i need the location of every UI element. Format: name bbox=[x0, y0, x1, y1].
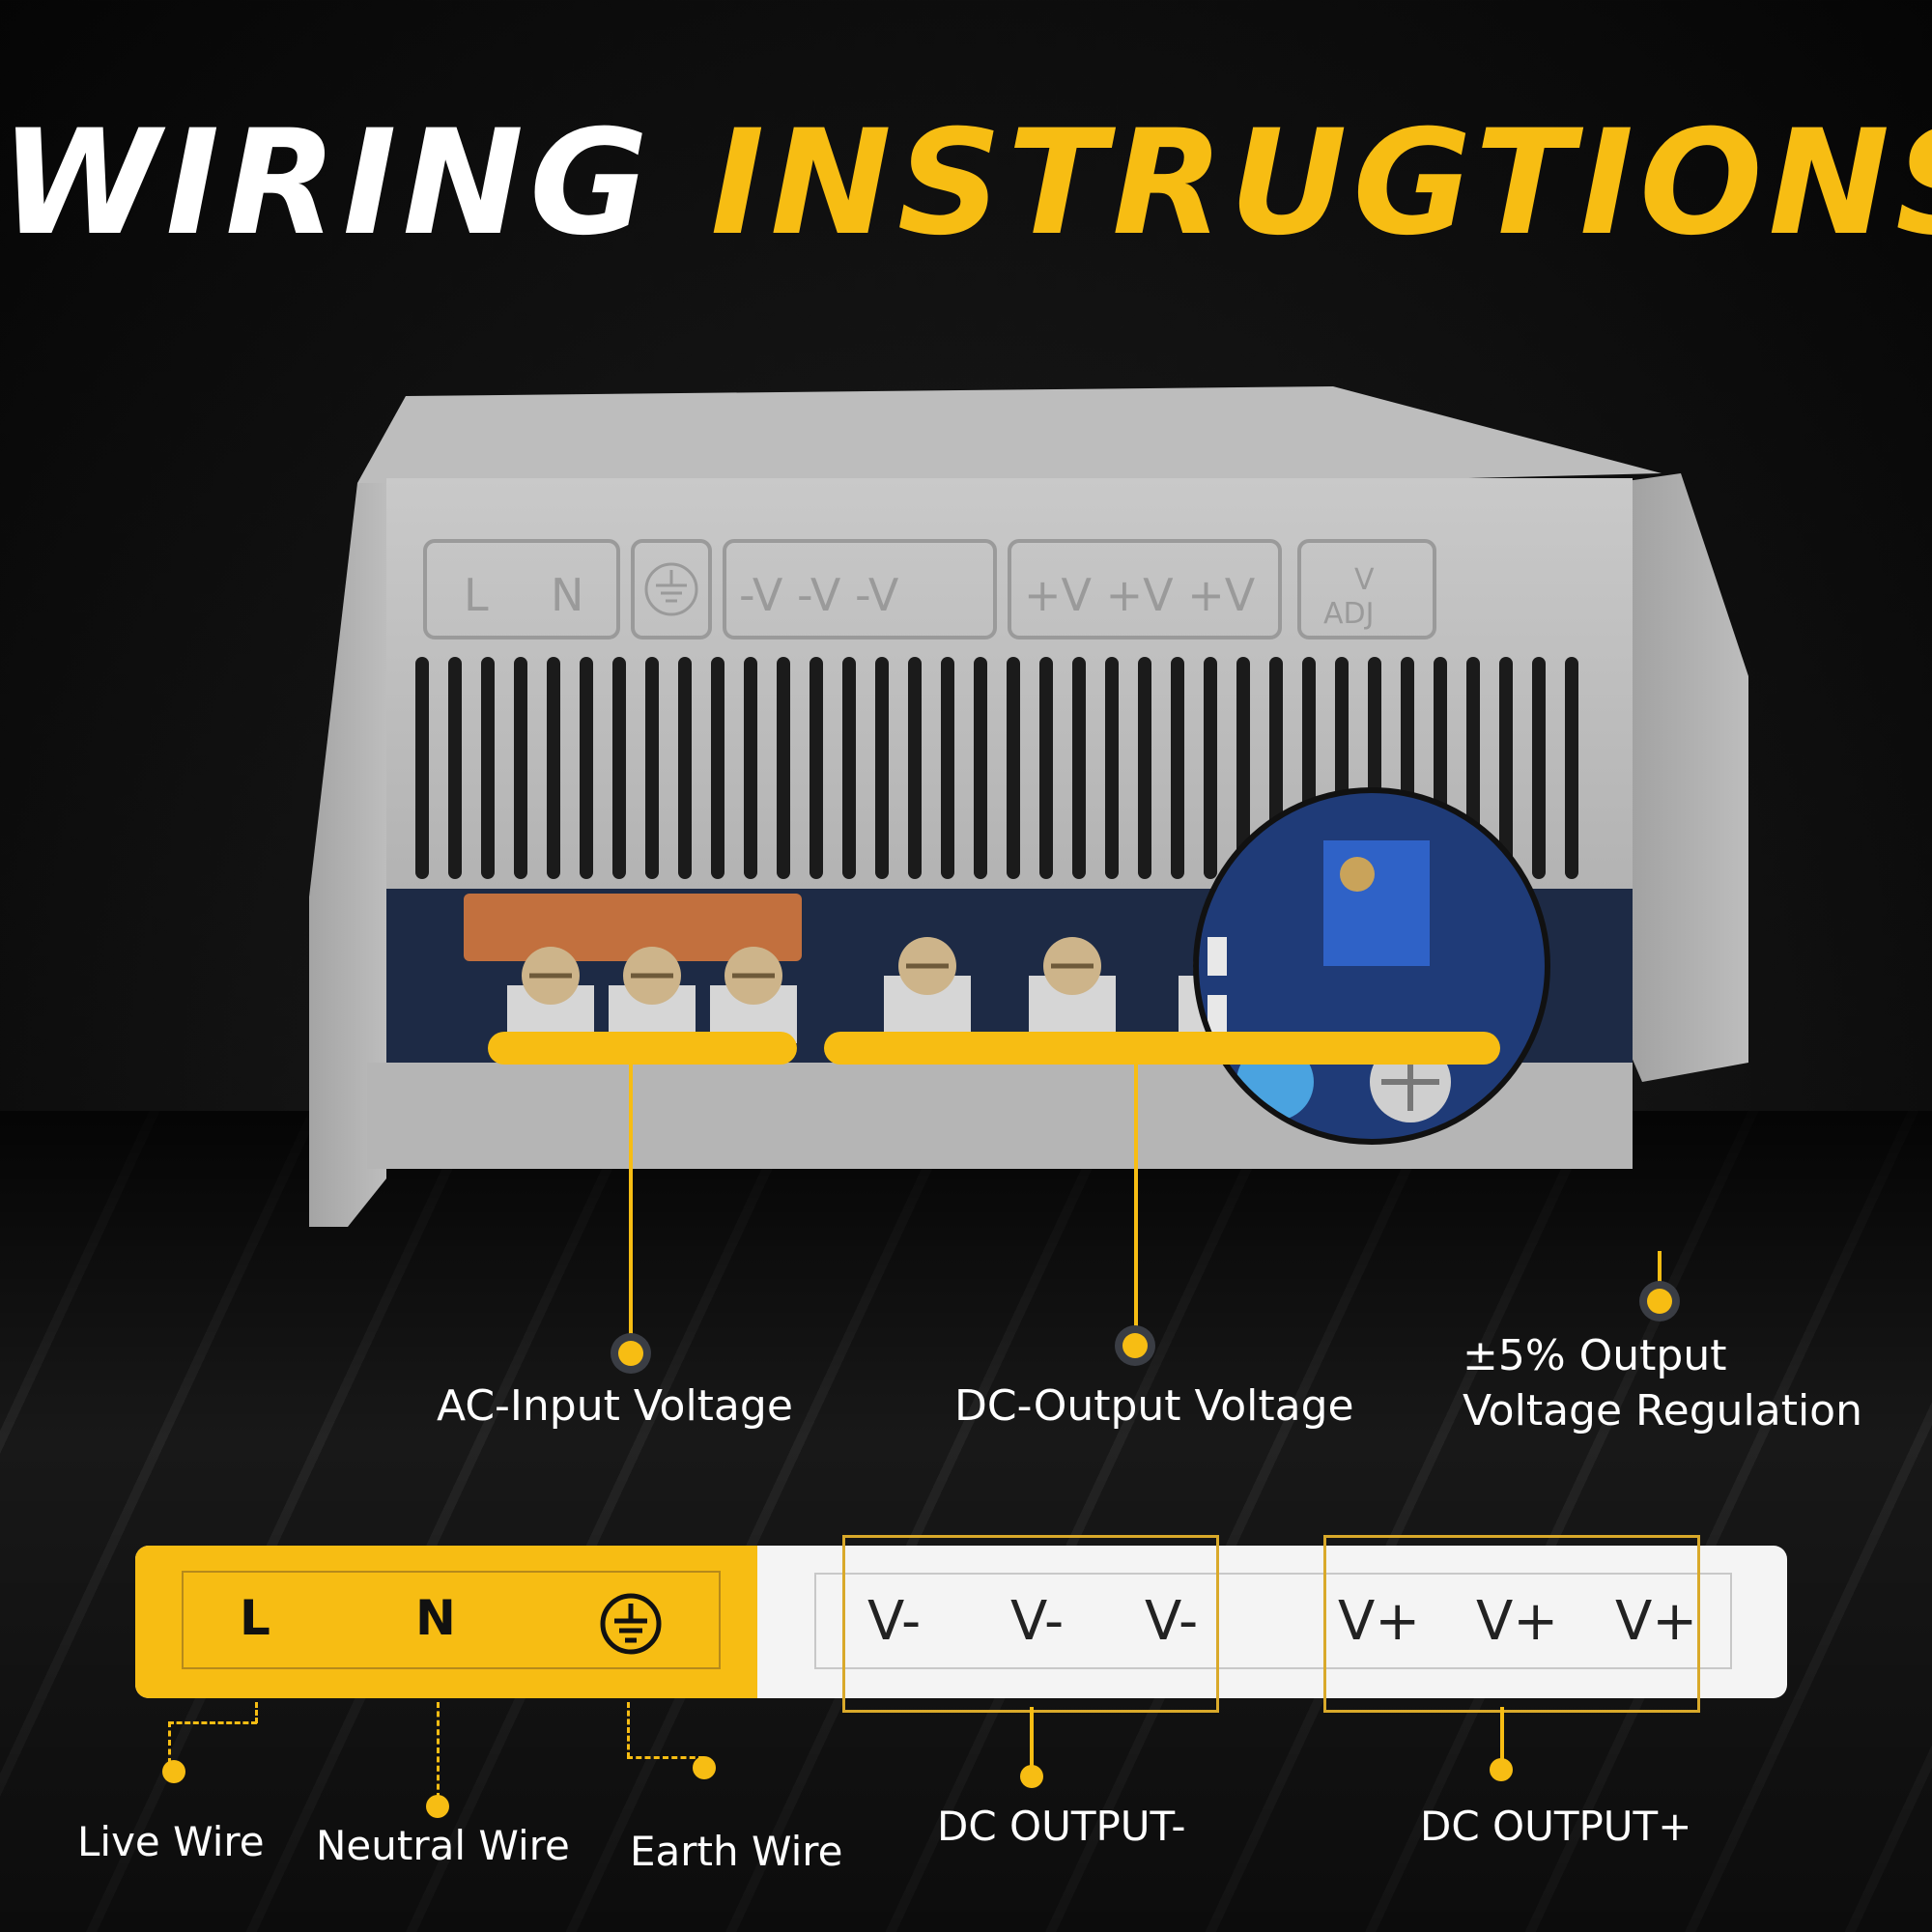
dc-highlight-bar bbox=[824, 1032, 1500, 1065]
device-mark-adj-bottom: ADJ bbox=[1323, 597, 1374, 631]
background-floor bbox=[0, 1111, 1932, 1932]
regulation-label-line2: Voltage Regulation bbox=[1463, 1386, 1862, 1435]
vent-slot bbox=[744, 657, 757, 879]
ac-callout-leader bbox=[629, 1063, 633, 1352]
regulation-callout-leader bbox=[1658, 1251, 1662, 1290]
title-part-white: WIRING bbox=[0, 99, 655, 268]
vent-slot bbox=[908, 657, 922, 879]
earth-wire-leader-v bbox=[627, 1702, 630, 1758]
ac-input-label: AC-Input Voltage bbox=[437, 1381, 793, 1431]
terminal-v-minus-3: V- bbox=[1145, 1590, 1199, 1653]
earth-wire-label: Earth Wire bbox=[630, 1828, 843, 1875]
power-supply-illustration: L N -V -V -V +V +V +V V ADJ bbox=[309, 386, 1748, 1227]
vent-slot bbox=[580, 657, 593, 879]
neutral-wire-label: Neutral Wire bbox=[316, 1822, 570, 1869]
ac-callout-dot bbox=[618, 1341, 643, 1366]
terminal-v-minus-2: V- bbox=[1010, 1590, 1065, 1653]
vent-slot bbox=[612, 657, 626, 879]
vent-slot bbox=[1138, 657, 1151, 879]
ac-terminal-cover bbox=[464, 894, 802, 961]
neutral-wire-leader bbox=[437, 1702, 440, 1799]
terminal-l: L bbox=[240, 1590, 270, 1646]
vent-slot bbox=[514, 657, 527, 879]
vent-slot bbox=[1171, 657, 1184, 879]
dc-plus-dot bbox=[1490, 1758, 1513, 1781]
live-wire-leader-h bbox=[168, 1721, 257, 1724]
vent-slot bbox=[1532, 657, 1546, 879]
terminal-v-minus-1: V- bbox=[867, 1590, 922, 1653]
earth-wire-leader-h bbox=[627, 1756, 704, 1759]
dc-inner-frame bbox=[814, 1573, 1732, 1669]
title-part-yellow: INSTRUGTIONS bbox=[710, 99, 1932, 268]
device-mark-n: N bbox=[551, 569, 583, 621]
vent-slot bbox=[1007, 657, 1020, 879]
dc-minus-label: DC OUTPUT- bbox=[937, 1803, 1186, 1850]
vent-slot bbox=[1204, 657, 1217, 879]
dc-output-label: DC-Output Voltage bbox=[954, 1381, 1354, 1431]
earth-ground-icon bbox=[600, 1593, 662, 1655]
terminal-screw bbox=[884, 937, 971, 1034]
device-mark-adj-top: V bbox=[1354, 563, 1375, 597]
psu-top-lid bbox=[357, 386, 1662, 483]
regulation-label-line1: ±5% Output bbox=[1463, 1331, 1727, 1380]
terminal-v-plus-1: V+ bbox=[1338, 1590, 1421, 1653]
zoom-inset-border bbox=[1193, 787, 1550, 1145]
terminal-screw bbox=[1029, 937, 1116, 1034]
vent-slot bbox=[974, 657, 987, 879]
vent-slot bbox=[645, 657, 659, 879]
dc-positive-group-frame bbox=[1323, 1535, 1700, 1713]
marking-boxes bbox=[423, 539, 1436, 639]
dc-minus-leader bbox=[1030, 1707, 1034, 1773]
vent-slot bbox=[1072, 657, 1086, 879]
vent-slot bbox=[810, 657, 823, 879]
vent-slot bbox=[711, 657, 724, 879]
dc-plus-label: DC OUTPUT+ bbox=[1420, 1803, 1692, 1850]
vent-slot bbox=[875, 657, 889, 879]
regulation-callout-dot bbox=[1647, 1289, 1672, 1314]
vent-slot bbox=[415, 657, 429, 879]
vent-slot bbox=[1105, 657, 1119, 879]
neutral-wire-dot bbox=[426, 1795, 449, 1818]
ac-highlight-bar bbox=[488, 1032, 797, 1065]
dc-callout-leader bbox=[1134, 1063, 1138, 1343]
terminal-v-plus-2: V+ bbox=[1476, 1590, 1559, 1653]
device-mark-neg: -V -V -V bbox=[739, 569, 899, 621]
live-wire-dot bbox=[162, 1760, 185, 1783]
psu-right-wall bbox=[1613, 473, 1748, 1082]
vent-slot bbox=[941, 657, 954, 879]
page-title: WIRING INSTRUGTIONS bbox=[0, 111, 1932, 256]
dc-callout-dot bbox=[1122, 1333, 1148, 1358]
device-mark-pos: +V +V +V bbox=[1024, 569, 1256, 621]
vent-slot bbox=[547, 657, 560, 879]
ac-inner-frame bbox=[182, 1571, 721, 1669]
device-markings: L N -V -V -V +V +V +V V ADJ bbox=[464, 563, 1375, 631]
earth-wire-dot bbox=[693, 1756, 716, 1779]
vent-slot bbox=[777, 657, 790, 879]
vent-slot bbox=[481, 657, 495, 879]
dc-minus-dot bbox=[1020, 1765, 1043, 1788]
live-wire-leader-v2 bbox=[168, 1721, 171, 1764]
vent-slot bbox=[1236, 657, 1250, 879]
terminal-v-plus-3: V+ bbox=[1615, 1590, 1698, 1653]
psu-left-wall bbox=[309, 483, 386, 1227]
vent-slot bbox=[1039, 657, 1053, 879]
device-earth-mark bbox=[644, 562, 698, 616]
device-mark-l: L bbox=[464, 569, 489, 621]
terminal-n: N bbox=[415, 1590, 456, 1646]
vent-slot bbox=[1499, 657, 1513, 879]
dc-plus-leader bbox=[1500, 1707, 1504, 1765]
vent-slot bbox=[842, 657, 856, 879]
vent-slot bbox=[678, 657, 692, 879]
vent-slot bbox=[448, 657, 462, 879]
live-wire-leader-v1 bbox=[255, 1702, 258, 1723]
live-wire-label: Live Wire bbox=[77, 1818, 265, 1865]
vent-slot bbox=[1565, 657, 1578, 879]
